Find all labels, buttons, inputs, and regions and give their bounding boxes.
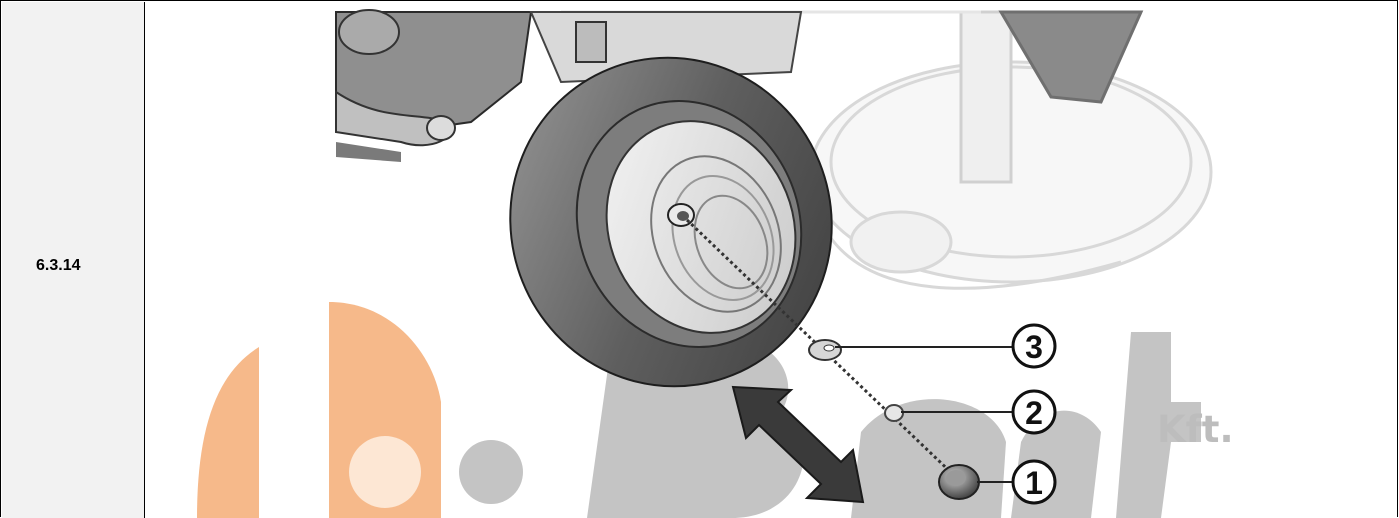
callout-1: 1 [1013,461,1055,503]
callout-2-label: 2 [1025,395,1043,431]
spacer-part [885,405,903,421]
callout-3-label: 3 [1025,329,1043,365]
cap-part [939,465,979,499]
wheel-assembly-figure: Kft. [146,2,1398,518]
wheel-illustration: Kft. [146,2,1398,518]
watermark-dot [459,440,523,504]
wheel [461,9,881,435]
callout-3: 3 [1013,325,1055,367]
washer-part [809,340,841,360]
watermark-suffix: Kft. [1157,408,1234,451]
step-cell: 6.3.14 [2,2,145,518]
step-number: 6.3.14 [36,257,80,275]
callout-1-label: 1 [1025,465,1043,501]
callout-2: 2 [1013,391,1055,433]
watermark-icon [197,302,441,518]
